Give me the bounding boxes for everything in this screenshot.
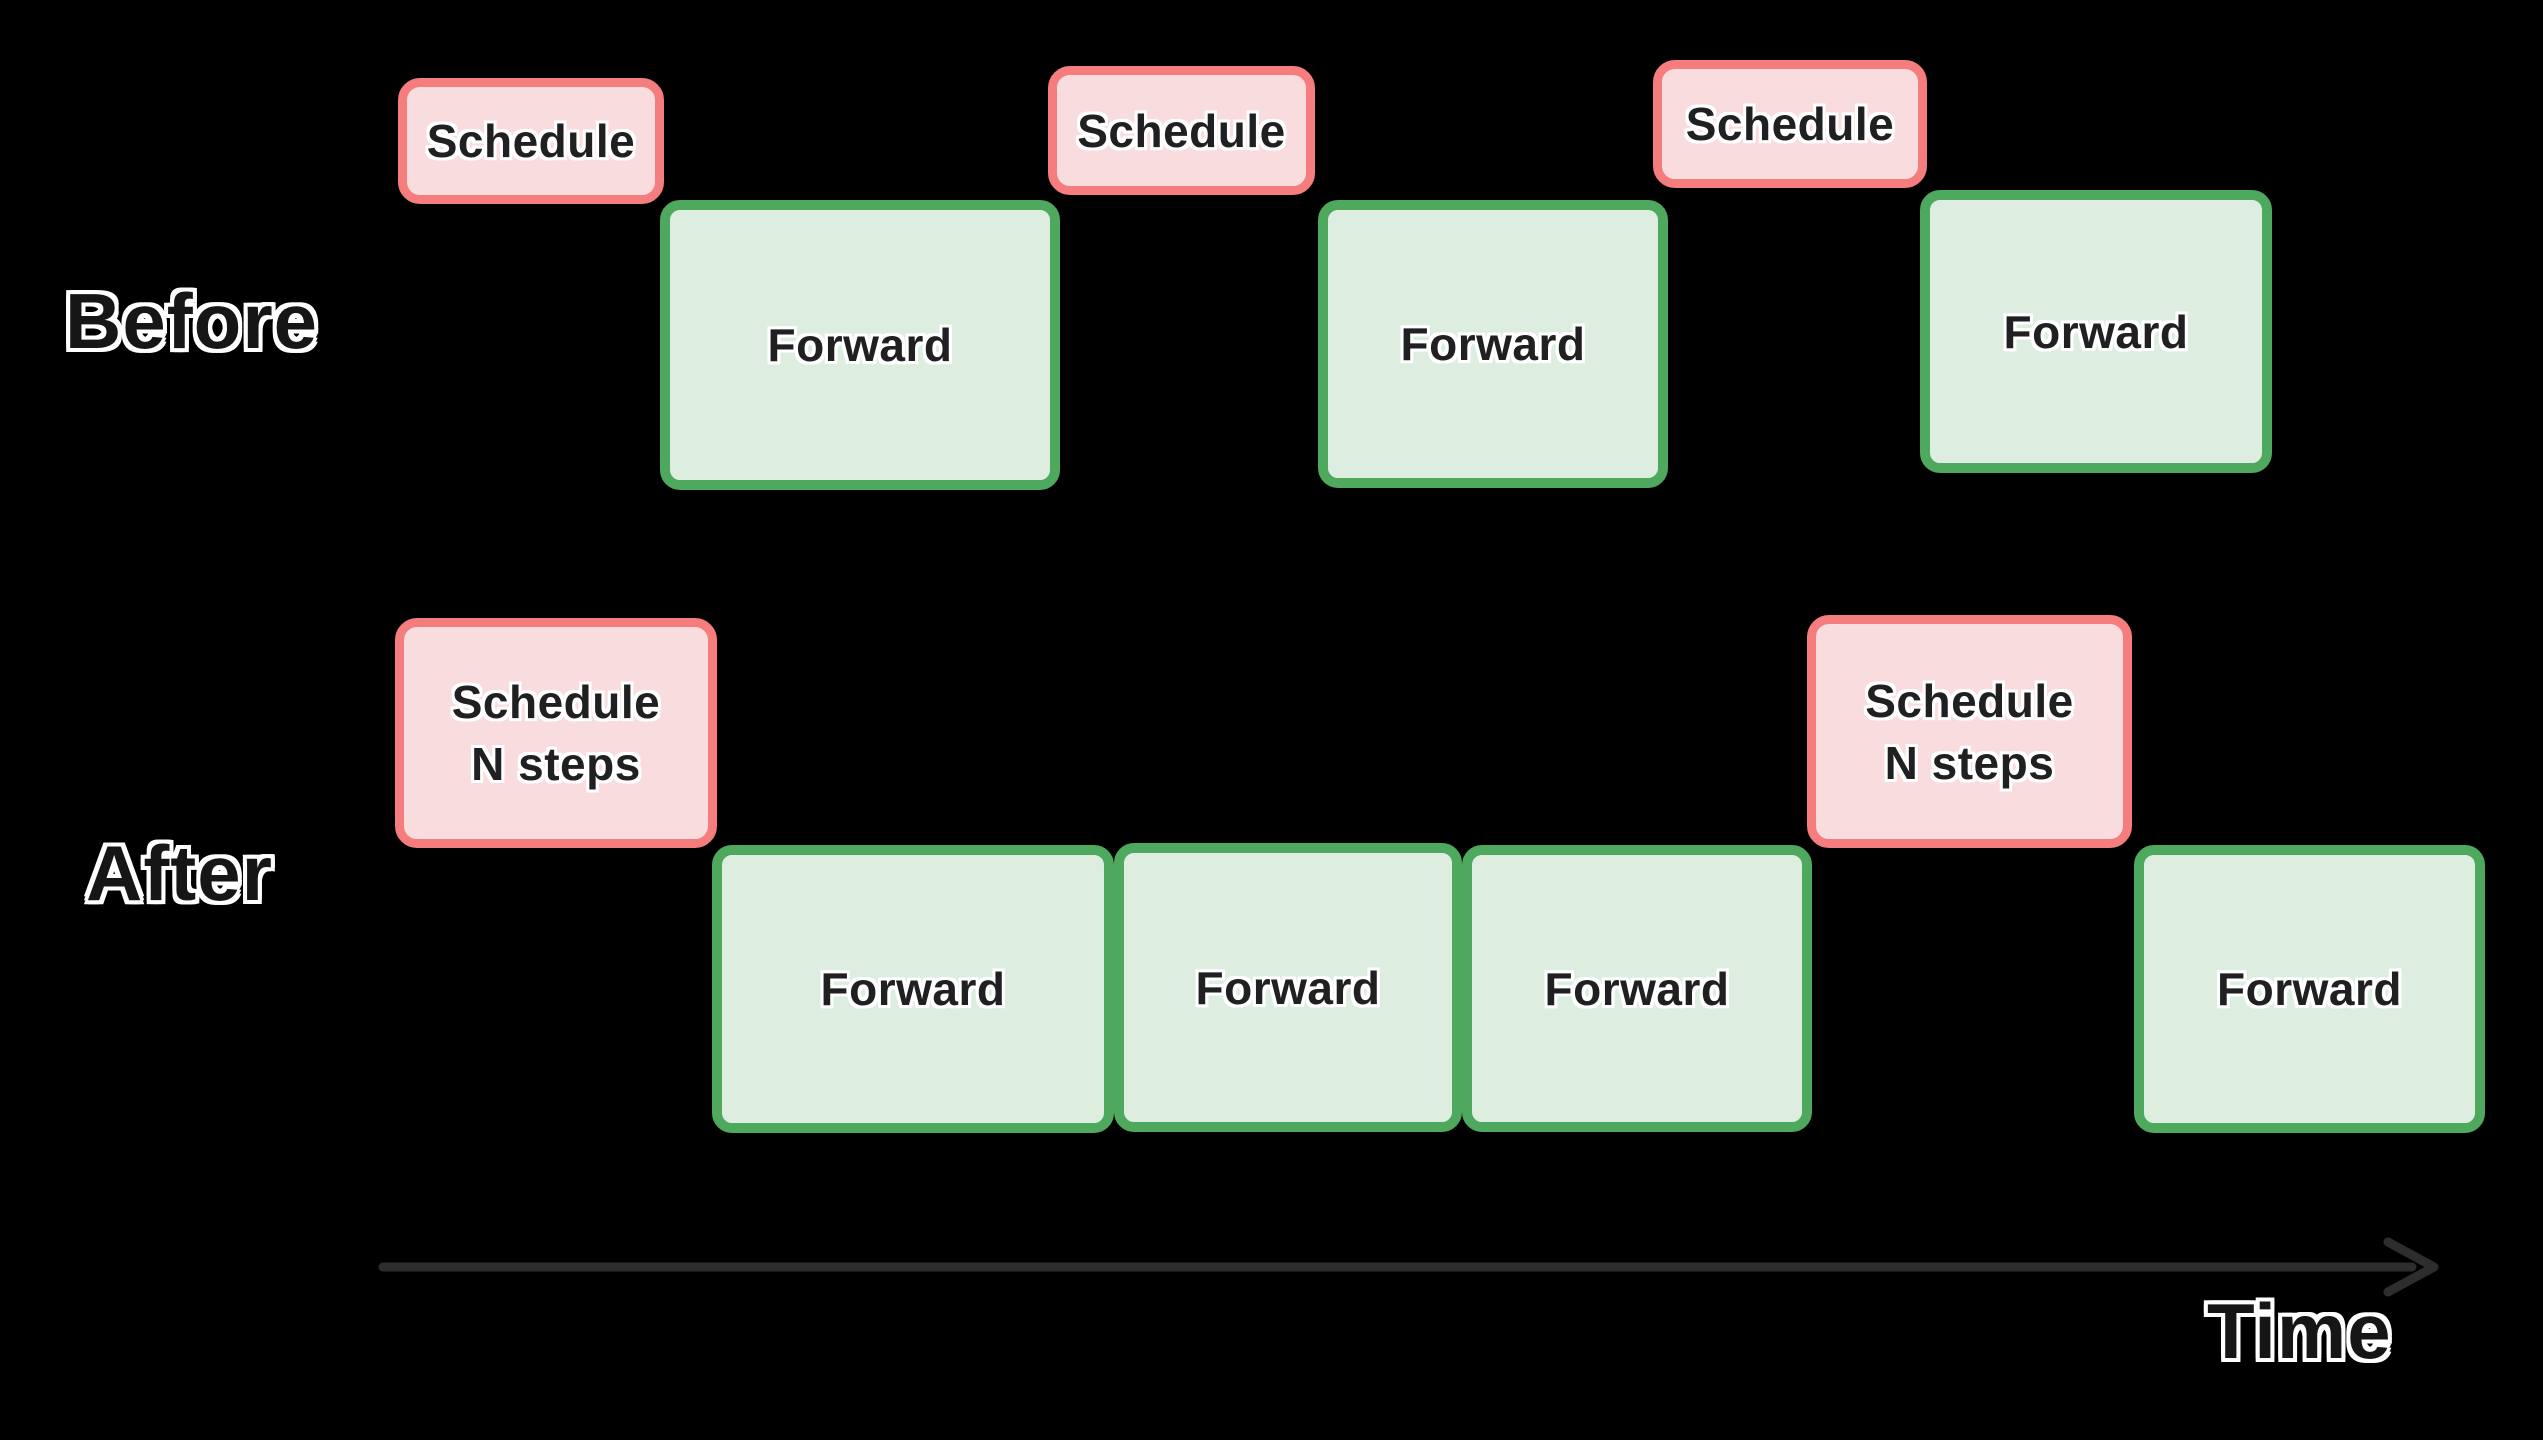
row-label-after: After <box>86 829 274 917</box>
forward-box-label: Forward <box>820 963 1006 1015</box>
schedule-box-label-line-2: N steps <box>1884 736 2055 789</box>
before-forward-box-2: Forward <box>1318 200 1668 488</box>
schedule-box-label-line-1: Schedule <box>1865 674 2074 727</box>
forward-box-label: Forward <box>2003 305 2189 358</box>
time-arrow <box>378 1237 2439 1297</box>
after-schedule-n-steps-box-1: Schedule N steps <box>395 618 717 848</box>
forward-box-label: Forward <box>1400 318 1586 370</box>
after-forward-box-3: Forward <box>1462 845 1812 1132</box>
schedule-box-label-line-2: N steps <box>471 738 641 790</box>
after-forward-box-1: Forward <box>712 845 1114 1133</box>
before-forward-box-3: Forward <box>1920 190 2272 473</box>
before-schedule-box-2: Schedule <box>1048 66 1315 195</box>
before-schedule-box-3: Schedule <box>1653 60 1927 188</box>
schedule-box-label-line-1: Schedule <box>451 676 661 728</box>
time-axis-label: Time <box>2207 1287 2392 1375</box>
schedule-box-label: Schedule <box>1077 104 1286 157</box>
forward-box-label: Forward <box>2217 963 2402 1015</box>
after-schedule-n-steps-box-2: Schedule N steps <box>1807 615 2132 848</box>
row-label-before: Before <box>65 277 319 365</box>
forward-box-label: Forward <box>1544 962 1730 1015</box>
before-forward-box-1: Forward <box>660 200 1060 490</box>
time-arrow-head <box>2383 1237 2439 1297</box>
schedule-box-label: Schedule <box>1685 98 1895 150</box>
before-schedule-box-1: Schedule <box>398 78 664 204</box>
forward-box-label: Forward <box>1195 961 1381 1014</box>
after-forward-box-2: Forward <box>1114 843 1462 1132</box>
schedule-box-label: Schedule <box>426 115 636 167</box>
forward-box-label: Forward <box>767 319 953 371</box>
after-forward-box-4: Forward <box>2134 845 2485 1133</box>
